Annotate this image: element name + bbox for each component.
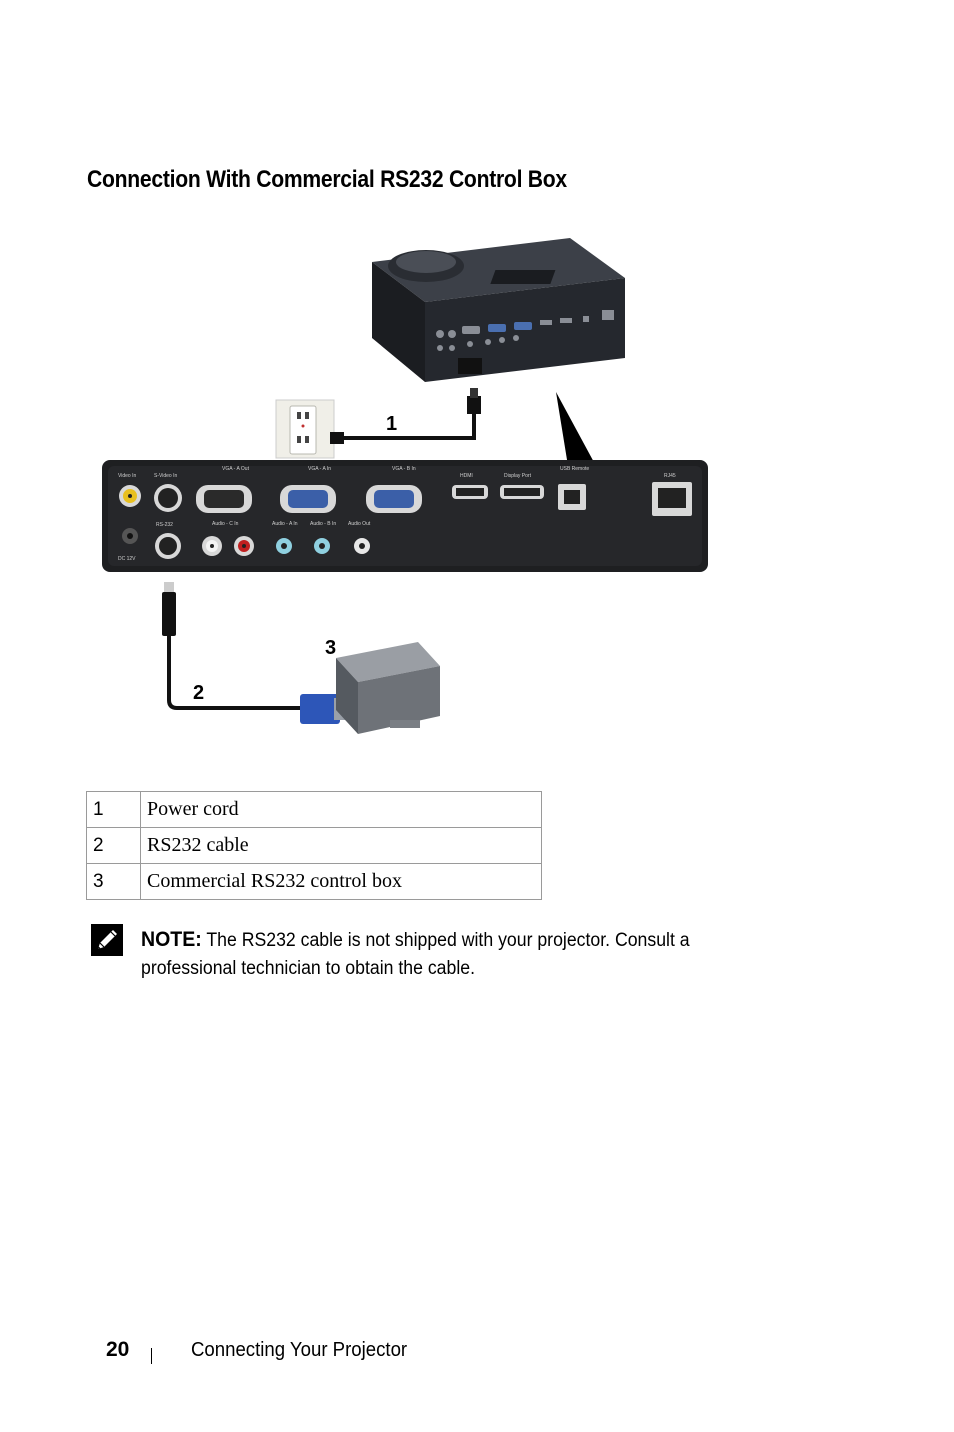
table-row: 2 RS232 cable <box>86 827 542 864</box>
port-label-audio-c-in: Audio - C In <box>212 521 239 527</box>
port-label-video-in: Video In <box>118 473 136 479</box>
footer-divider <box>151 1348 152 1364</box>
port-label-s-video-in: S-Video In <box>154 473 177 479</box>
note-text: NOTE: The RS232 cable is not shipped wit… <box>141 926 736 983</box>
wall-outlet-illustration <box>275 399 335 459</box>
port-label-audio-out: Audio Out <box>348 521 371 527</box>
port-label-display-port: Display Port <box>504 473 532 479</box>
legend-number: 2 <box>86 827 141 864</box>
port-label-vga-a-in: VGA - A In <box>308 466 331 472</box>
port-label-hdmi: HDMI <box>460 473 473 479</box>
note-body: The RS232 cable is not shipped with your… <box>141 930 690 979</box>
port-label-usb-remote: USB Remote <box>560 466 589 472</box>
legend-number: 3 <box>86 863 141 900</box>
port-label-audio-a-in: Audio - A In <box>272 521 298 527</box>
legend-label: RS232 cable <box>140 827 542 864</box>
page-number: 20 <box>106 1338 130 1361</box>
legend-label: Power cord <box>140 791 542 828</box>
port-label-audio-b-in: Audio - B In <box>310 521 336 527</box>
connector-panel-illustration: Video In S-Video In VGA - A Out VGA - A … <box>102 460 708 572</box>
callout-1: 1 <box>386 413 397 435</box>
section-title: Connection With Commercial RS232 Control… <box>87 166 567 193</box>
table-row: 1 Power cord <box>86 791 542 828</box>
legend-label: Commercial RS232 control box <box>140 863 542 900</box>
port-label-vga-a-out: VGA - A Out <box>222 466 250 472</box>
note-label: NOTE: <box>141 928 202 951</box>
table-row: 3 Commercial RS232 control box <box>86 863 542 900</box>
legend-number: 1 <box>86 791 141 828</box>
port-label-rj45: RJ45 <box>664 473 676 479</box>
port-label-rs232: RS-232 <box>156 522 173 528</box>
projector-illustration <box>372 238 625 382</box>
footer-section-title: Connecting Your Projector <box>191 1339 408 1361</box>
callout-3: 3 <box>325 637 336 659</box>
port-label-dc-12v: DC 12V <box>118 556 136 562</box>
callout-2: 2 <box>193 682 204 704</box>
legend-table: 1 Power cord 2 RS232 cable 3 Commercial … <box>86 791 542 900</box>
connection-diagram: Video In S-Video In VGA - A Out VGA - A … <box>90 230 730 750</box>
port-label-vga-b-in: VGA - B In <box>392 466 416 472</box>
note-pencil-icon <box>91 924 123 956</box>
control-box-illustration <box>336 642 440 734</box>
